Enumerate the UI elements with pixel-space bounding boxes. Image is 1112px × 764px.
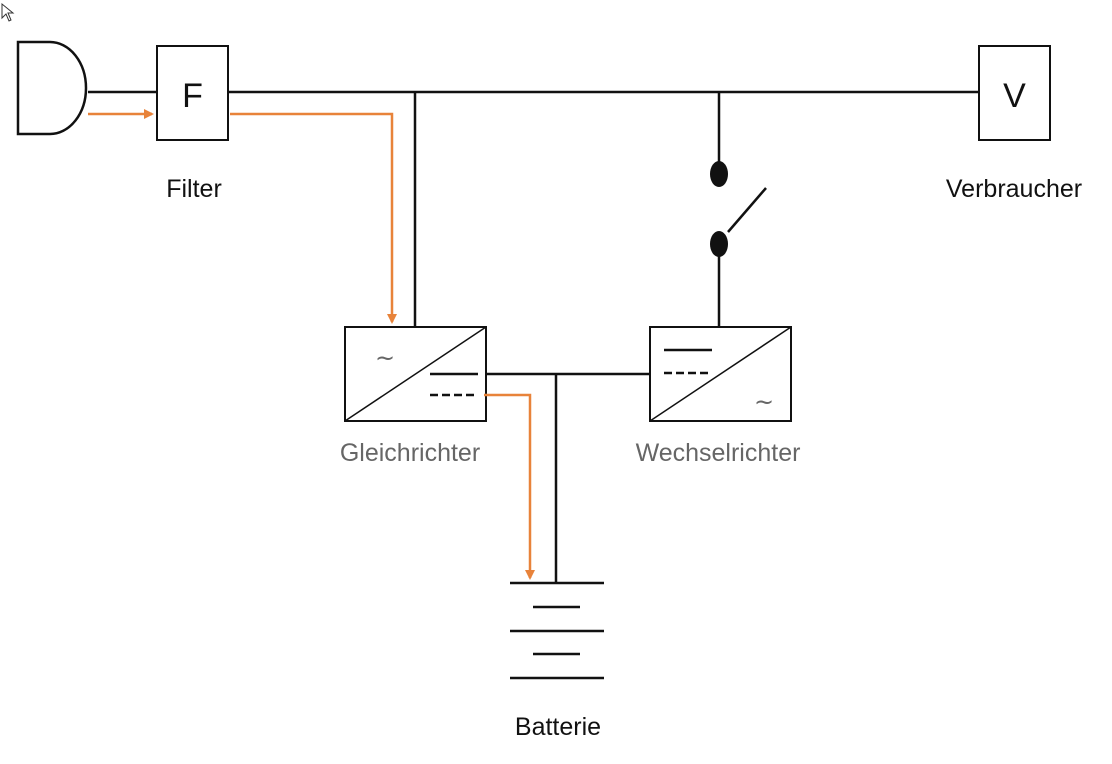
label-filter: Filter <box>166 175 222 203</box>
flow-arrow-filter-to-rectifier <box>230 112 397 324</box>
filter-box <box>156 45 229 141</box>
switch-contact-top <box>710 161 728 187</box>
switch-lever <box>727 187 767 233</box>
consumer-box-letter: V <box>1003 77 1026 115</box>
filter-box-letter: F <box>182 77 203 115</box>
consumer-box <box>978 45 1051 141</box>
ac-symbol: ~ <box>375 344 395 372</box>
label-rectifier: Gleichrichter <box>340 439 480 467</box>
battery-symbol <box>510 581 604 680</box>
ac-symbol: ~ <box>754 388 774 416</box>
label-consumer: Verbraucher <box>946 175 1082 203</box>
label-inverter: Wechselrichter <box>636 439 801 467</box>
rectifier-box: ~ <box>344 326 487 422</box>
switch-contact-bottom <box>710 231 728 257</box>
label-battery: Batterie <box>515 713 601 741</box>
inverter-box: ~ <box>649 326 792 422</box>
power-source-icon <box>16 40 88 136</box>
mouse-cursor-icon <box>1 2 15 22</box>
flow-arrow-rectifier-to-battery <box>484 393 535 580</box>
